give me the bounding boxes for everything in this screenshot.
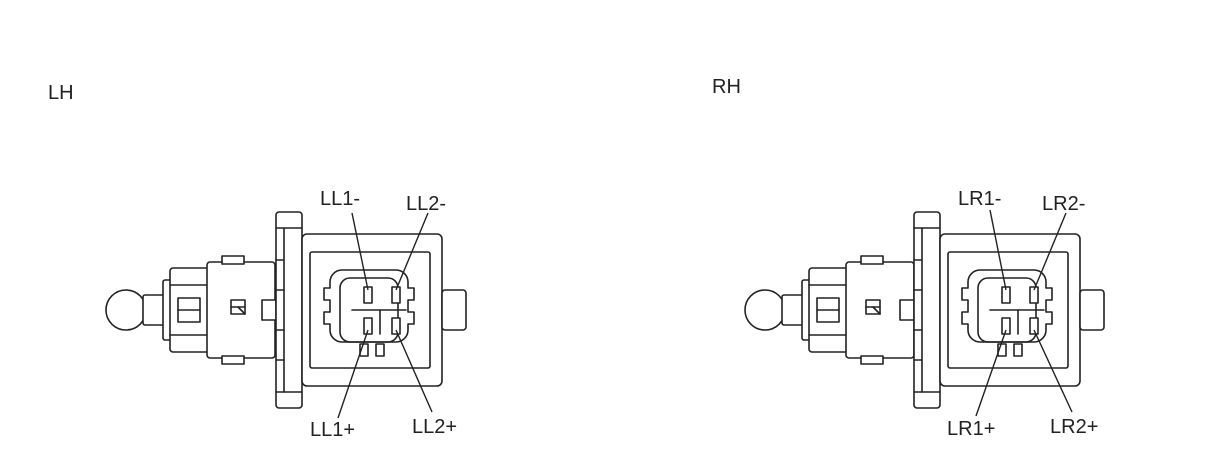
switch-body-rh — [744, 211, 1105, 409]
view-label-rh: RH — [712, 76, 741, 98]
terminal — [391, 286, 401, 304]
plunger-ball — [105, 289, 147, 331]
pin-label-top-left: LR1- — [958, 188, 1001, 210]
connector-socket — [961, 269, 1053, 357]
pin-label-bottom-right: LL2+ — [412, 416, 457, 438]
pin-label-bottom-left: LR1+ — [947, 418, 995, 440]
terminal — [391, 317, 401, 335]
mounting-flange — [913, 211, 941, 409]
pin-label-bottom-right: LR2+ — [1050, 416, 1098, 438]
pin-label-top-right: LR2- — [1042, 193, 1085, 215]
pin-label-bottom-left: LL1+ — [310, 419, 355, 441]
terminal — [1029, 317, 1039, 335]
pin-label-top-right: LL2- — [406, 193, 446, 215]
mounting-flange — [275, 211, 303, 409]
terminal — [1029, 286, 1039, 304]
view-lh: LH — [48, 82, 467, 441]
switch-body-lh — [105, 211, 467, 409]
view-rh: RH — [712, 76, 1105, 440]
plunger-ball — [744, 289, 786, 331]
terminal — [363, 317, 373, 335]
terminal — [1001, 317, 1011, 335]
pin-label-top-left: LL1- — [320, 188, 360, 210]
view-label-lh: LH — [48, 82, 74, 104]
connector-socket — [323, 269, 415, 357]
